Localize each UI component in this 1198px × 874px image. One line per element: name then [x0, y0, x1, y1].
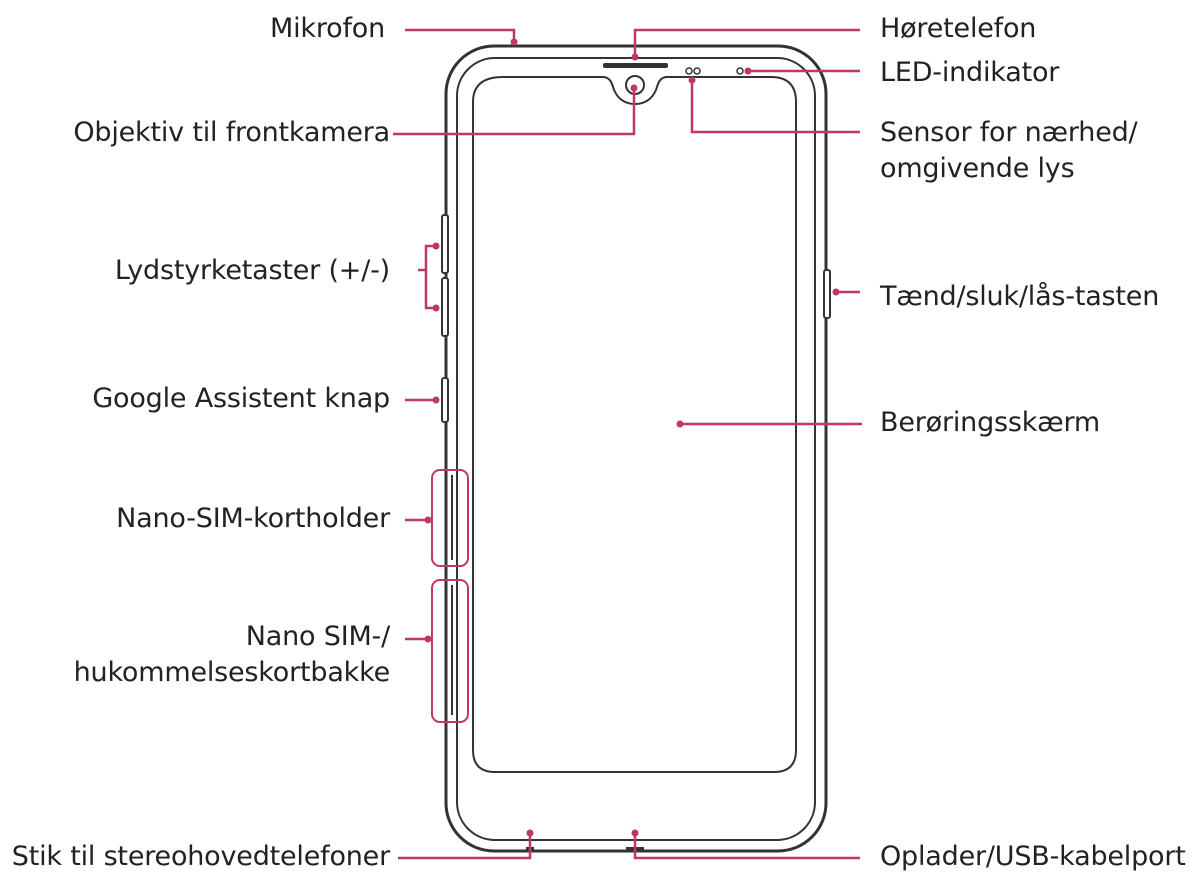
- point-led: [744, 67, 752, 75]
- label-simbakke-line1: Nano SIM-/: [245, 621, 390, 652]
- label-led: LED-indikator: [880, 57, 1060, 88]
- point-volume-up: [432, 242, 440, 250]
- label-mikrofon: Mikrofon: [270, 13, 385, 44]
- label-sensor-line1: Sensor for nærhed/: [880, 117, 1138, 148]
- label-horetelefon: Høretelefon: [880, 13, 1037, 44]
- leader-sensor: [690, 80, 860, 134]
- leader-lydstyrke-2: [424, 270, 436, 310]
- leader-lydstyrke: [418, 244, 436, 272]
- sensor-dot-1: [685, 67, 693, 75]
- google-assistant-button: [441, 377, 449, 423]
- point-stik: [526, 829, 534, 837]
- sensor-dot-2: [693, 67, 701, 75]
- point-simholder: [424, 516, 432, 524]
- label-sensor-line2: omgivende lys: [880, 153, 1075, 184]
- point-objektiv: [630, 84, 638, 92]
- point-sensor: [688, 76, 696, 84]
- leader-oplader: [633, 836, 860, 860]
- label-simholder: Nano-SIM-kortholder: [116, 503, 390, 534]
- touchscreen-outline: [472, 76, 797, 773]
- point-taend: [832, 288, 840, 296]
- phone-inner-frame: [456, 57, 816, 841]
- point-oplader: [631, 829, 639, 837]
- volume-down-button: [441, 277, 449, 337]
- earpiece-slot: [603, 63, 668, 68]
- leader-horetelefon: [633, 28, 860, 57]
- label-lydstyrke: Lydstyrketaster (+/-): [114, 255, 390, 286]
- leader-stik: [398, 836, 532, 860]
- label-oplader: Oplader/USB-kabelport: [880, 841, 1186, 872]
- label-objektiv: Objektiv til frontkamera: [73, 117, 390, 148]
- point-simbakke: [424, 635, 432, 643]
- point-volume-down: [432, 304, 440, 312]
- label-beroering: Berøringsskærm: [880, 407, 1101, 438]
- power-button: [823, 269, 831, 319]
- label-google: Google Assistent knap: [92, 383, 390, 414]
- sim-tray-highlight: [431, 579, 469, 723]
- point-mikrofon: [510, 38, 518, 46]
- label-stik: Stik til stereohovedtelefoner: [11, 841, 390, 872]
- label-simbakke-line2: hukommelseskortbakke: [73, 657, 391, 688]
- leader-mikrofon: [405, 28, 516, 42]
- phone-outer-frame: [444, 44, 828, 853]
- point-horetelefon: [631, 53, 639, 61]
- label-taend: Tænd/sluk/lås-tasten: [880, 281, 1160, 312]
- sim-holder-highlight: [431, 469, 469, 567]
- point-google: [432, 396, 440, 404]
- led-dot: [736, 67, 744, 75]
- volume-up-button: [441, 214, 449, 274]
- point-beroering: [676, 420, 684, 428]
- leader-objektiv: [393, 88, 636, 136]
